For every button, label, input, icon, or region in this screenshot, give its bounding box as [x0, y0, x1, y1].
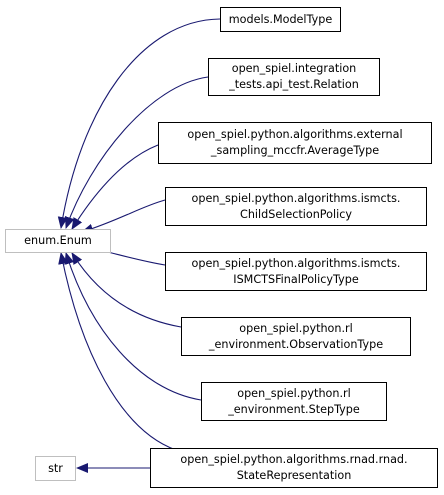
- node-child-selection[interactable]: open_spiel.python.algorithms.ismcts. Chi…: [165, 187, 427, 226]
- edge-step-type: [64, 252, 202, 401]
- str-node-label: str: [48, 461, 63, 475]
- node-state-repr[interactable]: open_spiel.python.algorithms.rnad.rnad. …: [150, 448, 438, 488]
- node-relation[interactable]: open_spiel.integration _tests.api_test.R…: [208, 58, 380, 96]
- node-average-type[interactable]: open_spiel.python.algorithms.external _s…: [158, 122, 432, 164]
- node-step-type-label: open_spiel.python.rl _environment.StepTy…: [228, 386, 360, 416]
- edge-relation: [64, 76, 209, 229]
- node-final-policy[interactable]: open_spiel.python.algorithms.ismcts. ISM…: [165, 252, 427, 291]
- node-model-type-label: models.ModelType: [228, 12, 333, 26]
- node-state-repr-label: open_spiel.python.algorithms.rnad.rnad. …: [180, 453, 408, 482]
- node-relation-label: open_spiel.integration _tests.api_test.R…: [229, 62, 359, 91]
- node-final-policy-label: open_spiel.python.algorithms.ismcts. ISM…: [191, 256, 401, 286]
- node-step-type[interactable]: open_spiel.python.rl _environment.StepTy…: [201, 382, 387, 421]
- node-observation-type-label: open_spiel.python.rl _environment.Observ…: [208, 321, 384, 351]
- edge-observation-type: [71, 252, 182, 328]
- edge-child-selection: [81, 199, 166, 234]
- node-average-type-label: open_spiel.python.algorithms.external _s…: [187, 128, 403, 157]
- node-observation-type[interactable]: open_spiel.python.rl _environment.Observ…: [181, 317, 411, 356]
- node-child-selection-label: open_spiel.python.algorithms.ismcts. Chi…: [191, 191, 401, 221]
- node-model-type[interactable]: models.ModelType: [220, 7, 341, 32]
- enum-node-label: enum.Enum: [24, 234, 92, 247]
- edge-average-type: [71, 144, 159, 230]
- str-node[interactable]: str: [35, 456, 76, 481]
- edge-model-type: [57, 18, 221, 229]
- enum-node[interactable]: enum.Enum: [5, 229, 111, 253]
- edge-state-repr: [58, 252, 177, 451]
